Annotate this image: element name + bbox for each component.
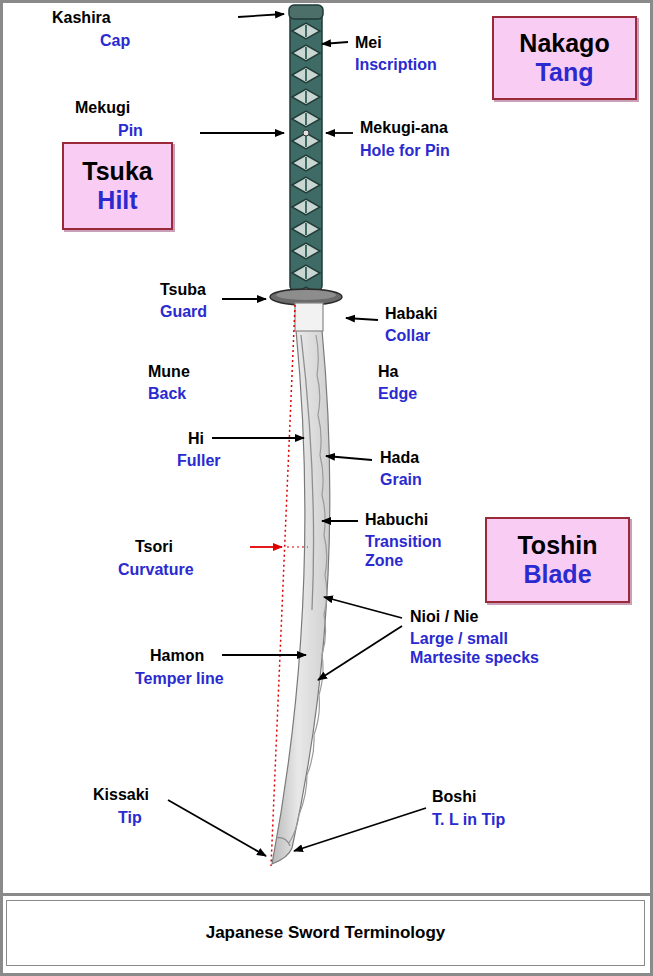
part-name: Hi bbox=[188, 429, 204, 448]
part-translation: Large / small Martesite specks bbox=[410, 629, 555, 667]
part-translation: Transition Zone bbox=[365, 532, 460, 570]
separator bbox=[3, 893, 650, 896]
part-name: Ha bbox=[378, 362, 398, 381]
part-translation: Tip bbox=[118, 808, 142, 827]
part-translation: Pin bbox=[118, 121, 143, 140]
part-name: Hamon bbox=[150, 646, 204, 665]
section-translation: Hilt bbox=[97, 186, 137, 215]
part-translation: Guard bbox=[160, 302, 207, 321]
section-name: Tsuka bbox=[82, 157, 152, 186]
part-translation: Curvature bbox=[118, 560, 194, 579]
section-name: Toshin bbox=[517, 531, 597, 560]
part-translation: Cap bbox=[100, 31, 130, 50]
section-box: ToshinBlade bbox=[485, 517, 630, 603]
part-translation: T. L in Tip bbox=[432, 810, 505, 829]
part-translation: Fuller bbox=[177, 451, 221, 470]
part-name: Kissaki bbox=[93, 785, 149, 804]
part-name: Tsuba bbox=[160, 280, 206, 299]
part-name: Hada bbox=[380, 448, 419, 467]
section-translation: Tang bbox=[536, 58, 594, 87]
part-name: Kashira bbox=[52, 8, 111, 27]
part-translation: Edge bbox=[378, 384, 417, 403]
section-box: NakagoTang bbox=[492, 16, 637, 100]
section-name: Nakago bbox=[519, 29, 609, 58]
caption-box: Japanese Sword Terminology bbox=[6, 900, 645, 966]
section-translation: Blade bbox=[523, 560, 591, 589]
section-box: TsukaHilt bbox=[62, 142, 173, 230]
part-name: Habaki bbox=[385, 304, 437, 323]
part-translation: Collar bbox=[385, 326, 430, 345]
part-name: Mei bbox=[355, 33, 382, 52]
part-name: Boshi bbox=[432, 787, 476, 806]
part-translation: Inscription bbox=[355, 55, 437, 74]
part-name: Mekugi bbox=[75, 98, 130, 117]
part-name: Habuchi bbox=[365, 510, 428, 529]
part-translation: Hole for Pin bbox=[360, 141, 450, 160]
part-translation: Back bbox=[148, 384, 186, 403]
part-name: Nioi / Nie bbox=[410, 607, 478, 626]
caption: Japanese Sword Terminology bbox=[206, 923, 446, 943]
part-name: Mune bbox=[148, 362, 190, 381]
part-name: Tsori bbox=[135, 537, 173, 556]
part-translation: Grain bbox=[380, 470, 422, 489]
part-translation: Temper line bbox=[135, 669, 224, 688]
part-name: Mekugi-ana bbox=[360, 118, 448, 137]
